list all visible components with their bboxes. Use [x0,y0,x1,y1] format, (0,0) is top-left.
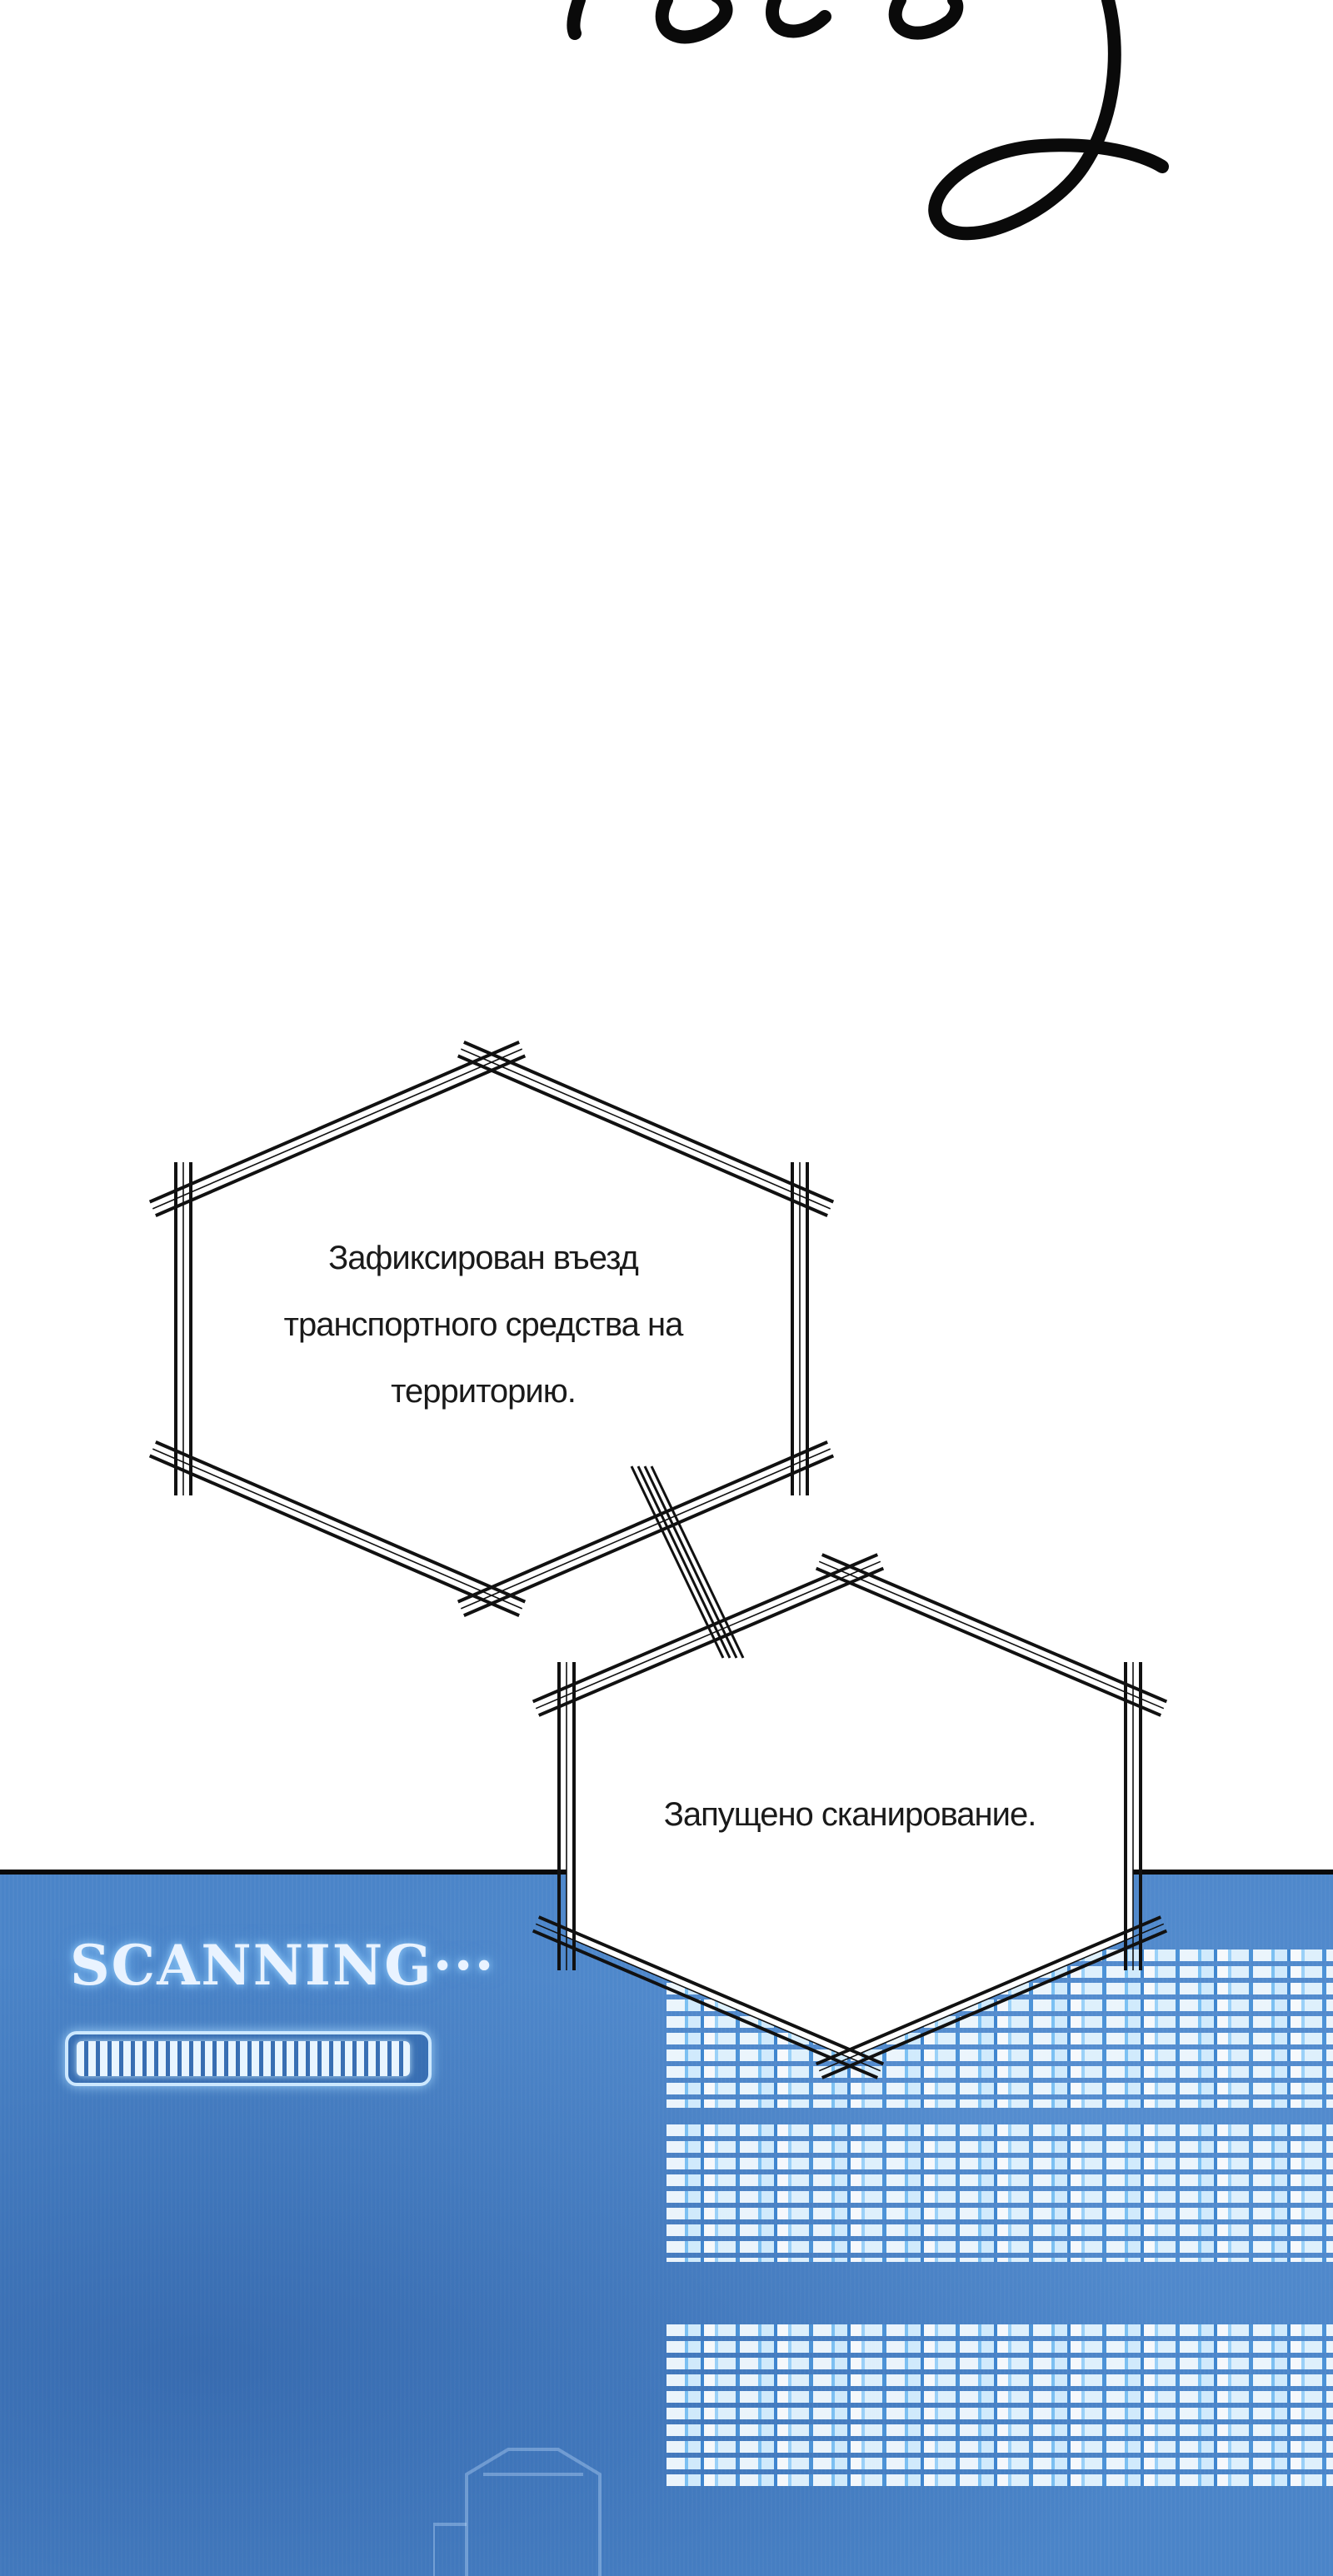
handwritten-lettering-art [567,0,1169,241]
scan-data-stripes [666,2124,1333,2262]
caption-scan-started: Запущено сканирование. [663,1796,1037,1833]
scanning-heading: SCANNING··· [70,1933,496,1998]
building-silhouette [433,2448,602,2576]
caption-vehicle-entry: Зафиксирован въезд транспортного средств… [283,1240,684,1410]
scan-progress-fill [77,2041,410,2076]
hexagon-connector [630,1465,745,1659]
hexagon-frame-1 [148,1041,835,1617]
hexagon-frame-2 [532,1553,1168,2079]
scan-progress-bar [65,2031,432,2086]
scan-data-stripes [666,2324,1333,2491]
